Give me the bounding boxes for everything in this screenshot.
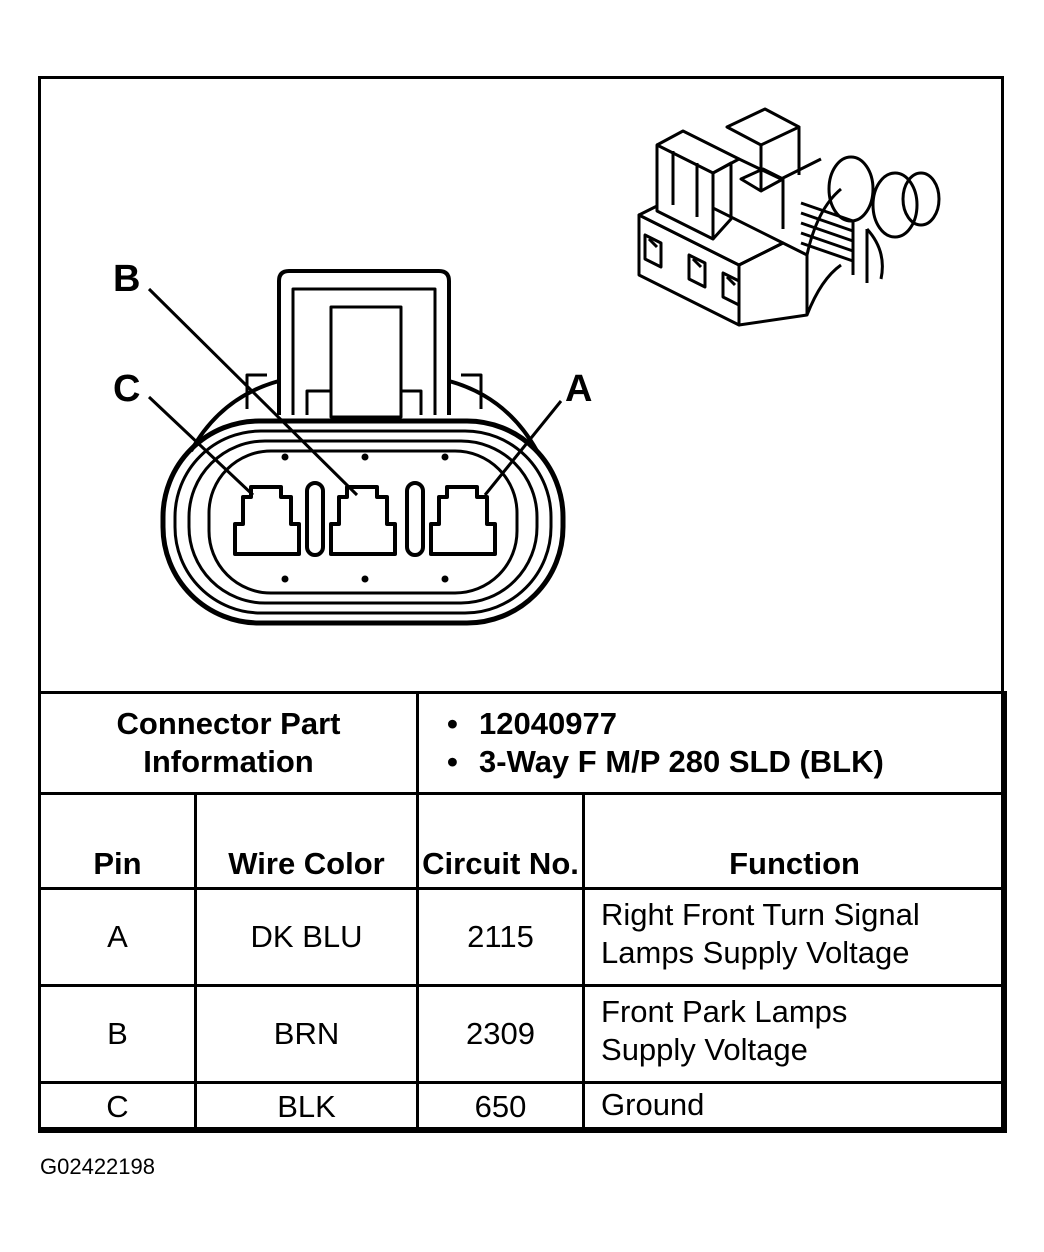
cell-function: Ground — [582, 1081, 1008, 1133]
cell-function: Front Park Lamps Supply Voltage — [582, 984, 1008, 1084]
header-function: Function — [582, 792, 1008, 890]
function-line: Ground — [601, 1087, 705, 1122]
cell-wire-color: DK BLU — [193, 887, 420, 987]
cell-pin: A — [38, 887, 197, 987]
table-row: A DK BLU 2115 Right Front Turn Signal La… — [38, 887, 1008, 987]
header-circuit-no: Circuit No. — [416, 792, 586, 890]
cell-wire-color: BLK — [193, 1081, 420, 1133]
cell-circuit: 2115 — [416, 887, 586, 987]
connector-part-values: 12040977 3-Way F M/P 280 SLD (BLK) — [416, 691, 1008, 795]
table-row: B BRN 2309 Front Park Lamps Supply Volta… — [38, 984, 1008, 1084]
pin-label-b: B — [113, 258, 140, 300]
connector-part-label: Connector Part Information — [37, 691, 420, 795]
connector-part-row: Connector Part Information 12040977 3-Wa… — [37, 691, 1008, 795]
cell-wire-color: BRN — [193, 984, 420, 1084]
function-line: Supply Voltage — [601, 1032, 808, 1067]
cell-circuit: 650 — [416, 1081, 586, 1133]
figure-id: G02422198 — [40, 1154, 155, 1179]
diagram-frame: B C A — [37, 76, 1008, 1133]
table-row: C BLK 650 Ground — [38, 1081, 1008, 1133]
function-line: Lamps Supply Voltage — [601, 935, 910, 970]
cell-pin: C — [38, 1081, 197, 1133]
header-pin: Pin — [38, 792, 197, 890]
pin-label-c: C — [113, 368, 140, 410]
cell-function: Right Front Turn Signal Lamps Supply Vol… — [582, 887, 1008, 987]
function-line: Right Front Turn Signal — [601, 897, 920, 932]
pin-label-a: A — [565, 368, 592, 410]
function-line: Front Park Lamps — [601, 994, 848, 1029]
connector-drawing-area: B C A — [41, 79, 1001, 691]
cell-circuit: 2309 — [416, 984, 586, 1084]
table-header-row: Pin Wire Color Circuit No. Function — [38, 792, 1008, 890]
header-wire-color: Wire Color — [193, 792, 420, 890]
connector-isometric-view — [637, 107, 941, 327]
cell-pin: B — [38, 984, 197, 1084]
connector-face-view: B C A — [113, 107, 941, 626]
part-number: 12040977 — [447, 705, 1004, 743]
connector-info-table: Connector Part Information 12040977 3-Wa… — [37, 691, 1008, 1133]
part-description: 3-Way F M/P 280 SLD (BLK) — [447, 743, 1004, 781]
